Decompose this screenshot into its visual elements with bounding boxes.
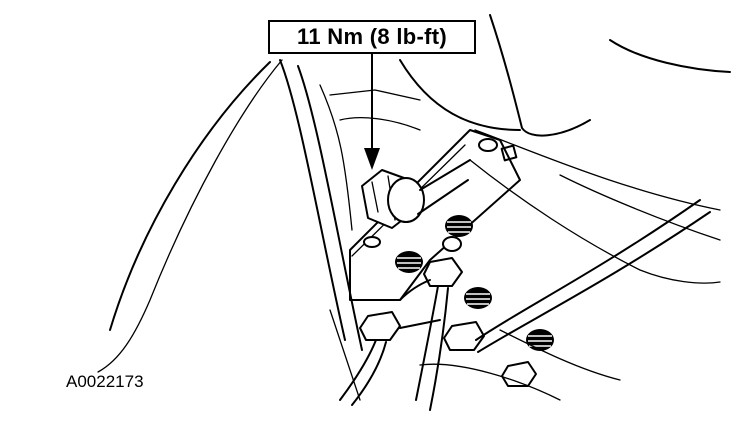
brake-lines (329, 199, 711, 411)
callout-arrow (364, 53, 380, 170)
fitting-3 (464, 287, 492, 309)
tube-nut-3 (443, 321, 485, 351)
tube-nut-1 (423, 236, 463, 287)
tube-nut-2 (359, 311, 401, 341)
torque-callout: 11 Nm (8 lb-ft) (268, 20, 476, 54)
fitting-4 (526, 329, 554, 351)
fitting-2 (395, 251, 423, 273)
mounting-bolt (361, 159, 471, 229)
torque-label: 11 Nm (8 lb-ft) (297, 24, 447, 49)
fitting-1 (445, 215, 473, 237)
figure-id: A0022173 (66, 372, 144, 391)
body-panel (97, 59, 421, 373)
